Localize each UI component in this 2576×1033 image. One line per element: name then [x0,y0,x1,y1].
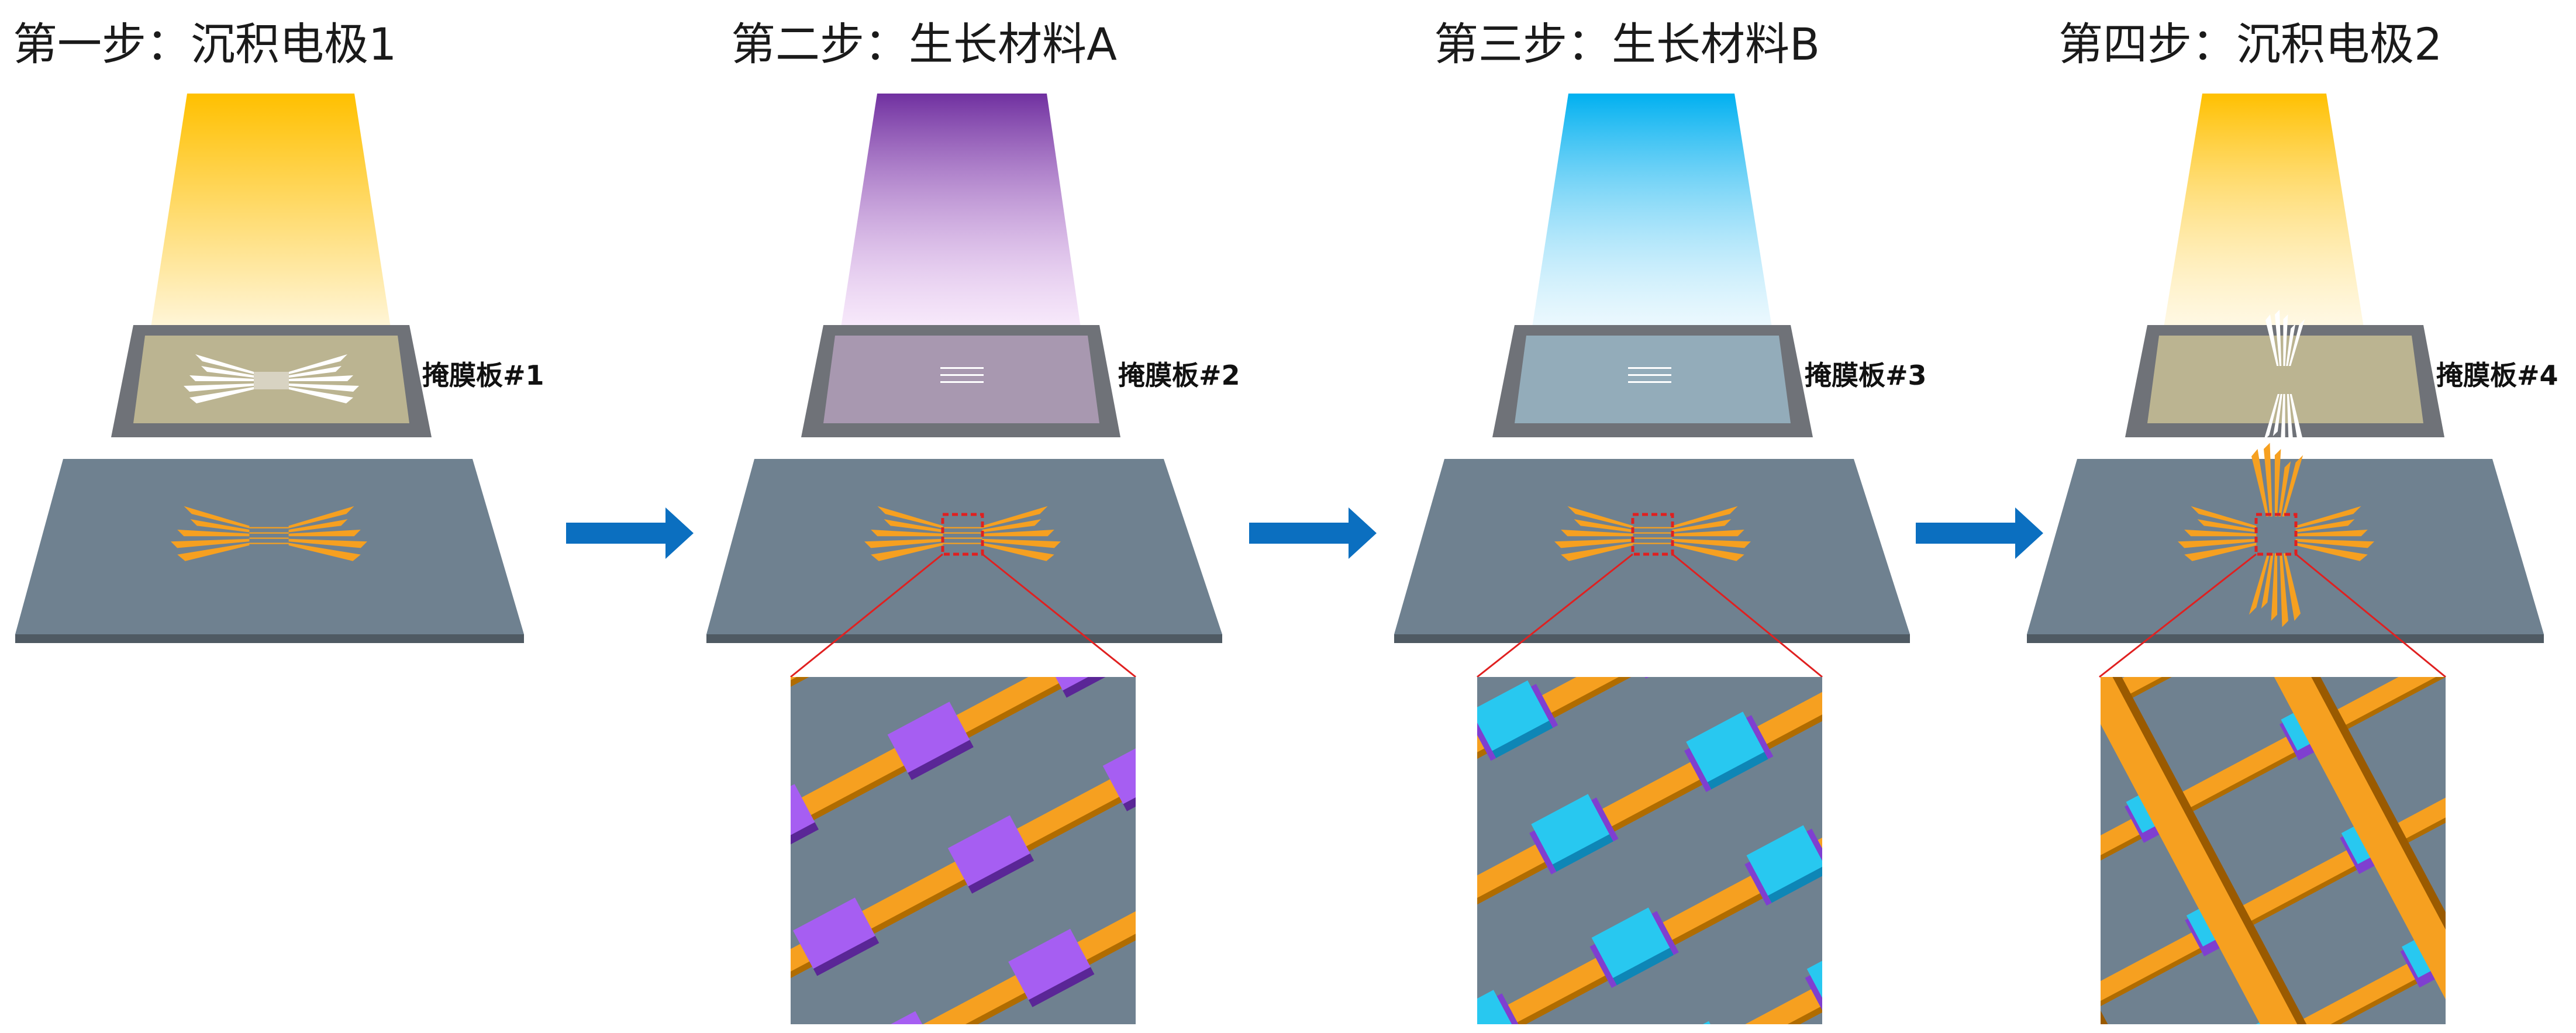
substrate-edge [1394,634,1910,643]
step-4-title: 第四步：沉积电极2 [2058,18,2442,70]
zoom-detail-material-a [791,677,1136,1024]
zoom-region-marker [2254,513,2298,556]
substrate-electrodes [1554,506,1751,561]
step-4-panel: 掩膜板#4 [2027,94,2558,1024]
substrate [1394,459,1910,634]
shadow-mask-window [1515,336,1791,423]
mask-hole-array [1628,367,1671,383]
zoom-leader-left [1477,553,1633,678]
deposition-beam [151,94,391,327]
step-1-panel: 掩膜板#1 [15,94,544,643]
mask-label: 掩膜板#2 [1118,360,1240,391]
substrate [15,459,524,634]
process-arrow-2 [1249,507,1377,559]
shadow-mask-window [823,336,1099,423]
deposition-beam [2164,94,2364,327]
mask-label: 掩膜板#4 [2436,360,2558,391]
step-3-title: 第三步：生长材料B [1434,18,1820,70]
zoom-leader-right [2295,553,2446,678]
step-2-panel: 掩膜板#2 [706,94,1240,1024]
zoom-region-marker [1631,513,1674,556]
zoom-leader-right [1672,553,1823,678]
substrate-electrodes [864,506,1061,561]
zoom-leader-left [790,553,943,678]
mask-hole-array [940,367,984,383]
process-arrow-3 [1916,507,2043,559]
substrate-electrodes [171,506,367,561]
zoom-region-marker [941,513,984,556]
step-3-panel: 掩膜板#3 [1394,94,1927,1024]
substrate-edge [706,634,1222,643]
zoom-detail-material-b [1477,677,1822,1024]
substrate [706,459,1222,634]
mask-electrode-pattern [184,354,359,403]
substrate [2027,459,2544,634]
step-1-title: 第一步：沉积电极1 [13,18,396,70]
mask-label: 掩膜板#1 [422,360,544,391]
shadow-mask-window [2147,336,2423,423]
deposition-beam [1532,94,1772,327]
zoom-leader-right [982,553,1136,678]
process-arrow-1 [566,507,694,559]
zoom-detail-crossbar [2101,677,2446,1024]
deposition-beam [841,94,1081,327]
substrate-edge [15,634,524,643]
step-2-title: 第二步：生长材料A [731,18,1117,70]
substrate-edge [2027,634,2544,643]
mask-label: 掩膜板#3 [1805,360,1927,391]
zoom-leader-left [2099,553,2257,678]
